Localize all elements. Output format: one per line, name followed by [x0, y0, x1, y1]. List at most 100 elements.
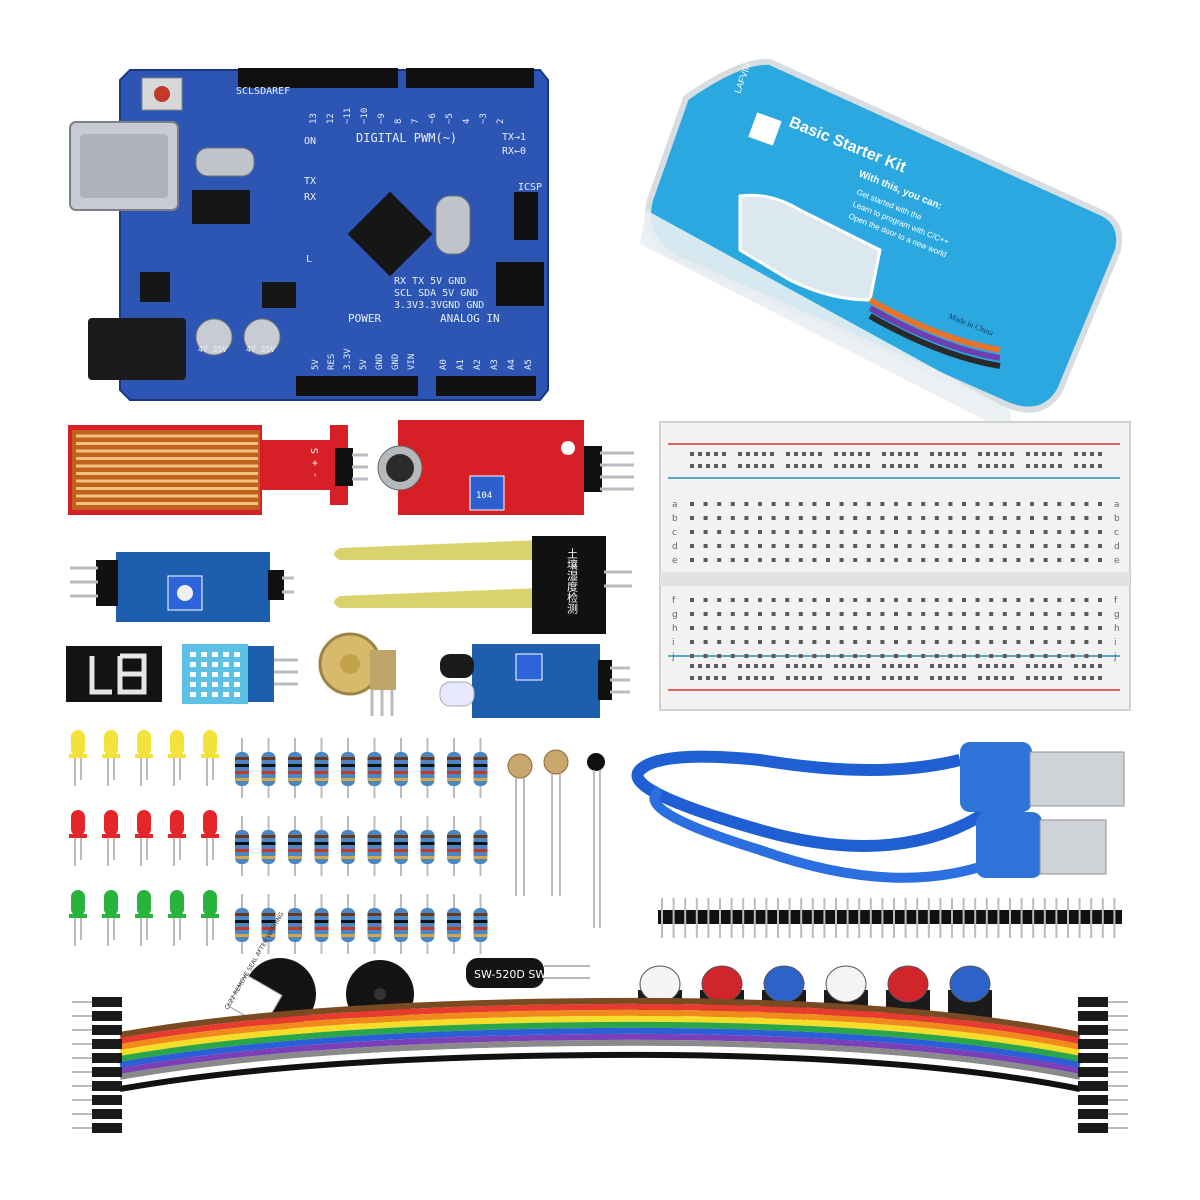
- breadboard-hole: [839, 544, 844, 548]
- breadboard-hole: [826, 516, 830, 520]
- breadboard-hole: [826, 598, 830, 602]
- breadboard-hole: [853, 516, 858, 520]
- breadboard-hole: [1098, 502, 1102, 506]
- pin-header-strip: [658, 898, 1122, 938]
- breadboard-hole: [794, 464, 798, 468]
- digital-pin-label: ~9: [377, 113, 387, 124]
- breadboard-hole: [722, 464, 726, 468]
- resistor-band: [420, 842, 435, 845]
- resistor-band: [288, 920, 302, 923]
- breadboard-hole: [1030, 626, 1034, 630]
- resistor-band: [447, 764, 461, 767]
- breadboard-hole: [1030, 598, 1034, 602]
- breadboard-hole: [921, 502, 926, 506]
- breadboard-hole: [1016, 544, 1021, 548]
- resistor-band: [314, 764, 329, 767]
- dht-vent: [201, 682, 207, 687]
- water-level-sensor: - + S: [68, 425, 368, 515]
- breadboard-hole: [1016, 516, 1021, 520]
- breadboard-hole: [1034, 464, 1038, 468]
- ribbon-wire: [119, 1045, 1081, 1086]
- dht-vent: [190, 652, 196, 657]
- breadboard-hole: [1016, 502, 1021, 506]
- breadboard-hole: [994, 452, 998, 456]
- resistor: [261, 908, 276, 942]
- breadboard-hole: [890, 676, 894, 680]
- resistor-band: [447, 920, 461, 923]
- breadboard-hole: [986, 464, 990, 468]
- breadboard-hole: [978, 464, 982, 468]
- jumper-end: [1078, 1123, 1108, 1133]
- breadboard-hole: [1030, 544, 1034, 548]
- power-pin-label: GND: [375, 354, 385, 370]
- breadboard-hole: [880, 612, 885, 616]
- breadboard-hole: [921, 558, 926, 562]
- uart-row-3: 3.3V3.3VGND GND: [394, 300, 484, 311]
- resistor-band: [261, 778, 276, 781]
- resistor-band: [367, 934, 382, 937]
- uart-row-2: SCL SDA 5V GND: [394, 288, 478, 299]
- resistor-band: [235, 757, 249, 760]
- resistor-band: [314, 757, 329, 760]
- breadboard-hole: [1057, 558, 1062, 562]
- resistor-band: [341, 849, 355, 852]
- breadboard-hole: [717, 502, 722, 506]
- dht-vent: [190, 692, 196, 697]
- breadboard-hole: [962, 640, 966, 644]
- breadboard-hole: [826, 530, 830, 534]
- resistor-band: [447, 778, 461, 781]
- resistor: [447, 830, 461, 864]
- breadboard-hole: [1070, 612, 1075, 616]
- breadboard-hole: [938, 664, 942, 668]
- breadboard-hole: [842, 664, 846, 668]
- led: [170, 890, 184, 916]
- breadboard-hole: [1016, 598, 1021, 602]
- breadboard-hole: [762, 464, 766, 468]
- breadboard-hole: [1082, 464, 1086, 468]
- breadboard-hole: [812, 640, 817, 644]
- breadboard-hole: [1084, 516, 1089, 520]
- jumper-end: [92, 1095, 122, 1105]
- breadboard-hole: [1002, 502, 1007, 506]
- breadboard-hole: [746, 464, 750, 468]
- breadboard-hole: [978, 676, 982, 680]
- breadboard-hole: [858, 676, 862, 680]
- breadboard-hole: [906, 676, 910, 680]
- breadboard-hole: [690, 502, 694, 506]
- breadboard-hole: [730, 544, 735, 548]
- breadboard-hole: [1016, 640, 1021, 644]
- resistor-band: [288, 934, 302, 937]
- breadboard-hole: [785, 640, 790, 644]
- tx-led-label: TX: [304, 176, 316, 187]
- resistor-band: [288, 849, 302, 852]
- breadboard-hole: [798, 626, 803, 630]
- jumper-end: [1078, 997, 1108, 1007]
- breadboard-hole: [962, 502, 966, 506]
- led-rim: [135, 834, 153, 838]
- resistor-band: [420, 927, 435, 930]
- resistor-band: [261, 920, 276, 923]
- breadboard-hole: [898, 452, 902, 456]
- breadboard-hole: [798, 516, 803, 520]
- breadboard-hole: [962, 558, 966, 562]
- resistor-band: [367, 764, 382, 767]
- led-rim: [201, 754, 219, 758]
- resistor-band: [394, 920, 408, 923]
- breadboard-hole: [744, 502, 749, 506]
- breadboard-hole: [834, 464, 838, 468]
- breadboard-row-letter: c: [672, 528, 677, 538]
- breadboard-hole: [853, 612, 858, 616]
- resistor-band: [394, 835, 408, 838]
- resistor-band: [394, 757, 408, 760]
- breadboard-hole: [770, 452, 774, 456]
- breadboard-hole: [1002, 598, 1007, 602]
- breadboard-hole: [839, 516, 844, 520]
- breadboard-hole: [914, 676, 918, 680]
- breadboard-hole: [1070, 640, 1075, 644]
- breadboard-hole: [839, 530, 844, 534]
- breadboard-hole: [1084, 558, 1089, 562]
- resistor: [235, 752, 249, 786]
- resistor-band: [473, 771, 488, 774]
